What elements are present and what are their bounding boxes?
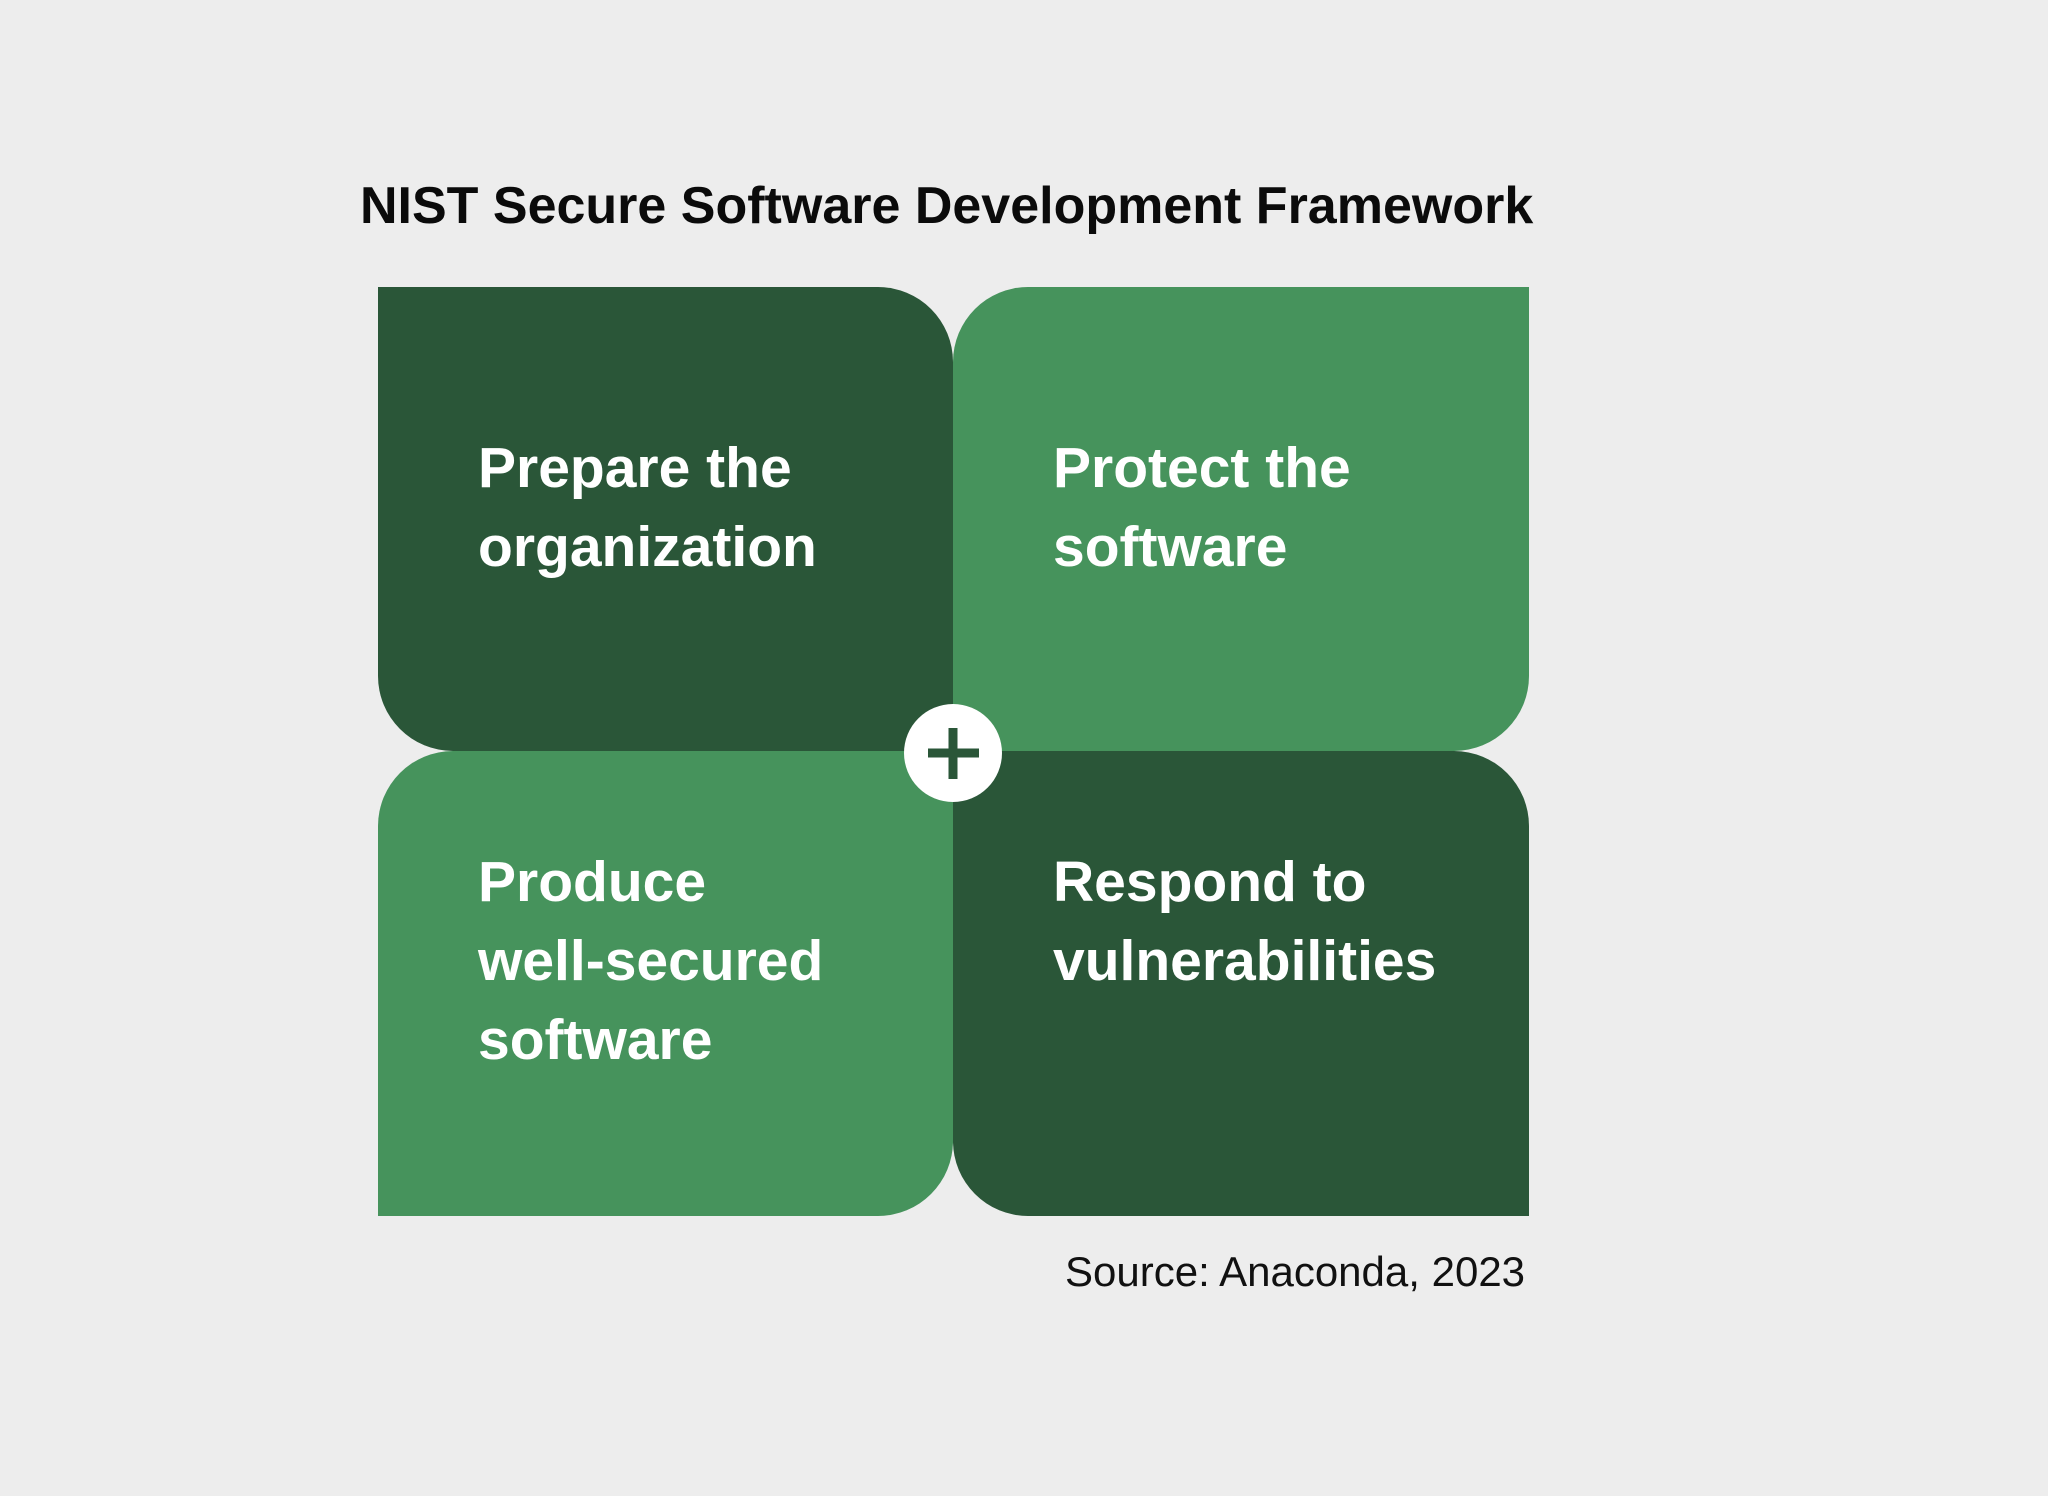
quadrant-label: Prepare the organization: [478, 436, 817, 579]
source-attribution: Source: Anaconda, 2023: [1065, 1248, 1526, 1295]
quadrant-produce-well-secured-software: Produce well-secured software: [378, 751, 953, 1216]
quadrant-label: Protect the software: [1053, 436, 1351, 579]
quadrant-respond-to-vulnerabilities: Respond to vulnerabilities: [953, 751, 1529, 1216]
page-title: NIST Secure Software Development Framewo…: [360, 177, 1534, 235]
center-plus-badge: [904, 704, 1002, 802]
quadrant-protect-the-software: Protect the software: [953, 287, 1529, 751]
quadrant-label: Produce well-secured software: [478, 850, 824, 1072]
quadrant-label: Respond to vulnerabilities: [1053, 850, 1437, 993]
plus-icon: [928, 728, 979, 779]
quadrant-prepare-the-organization: Prepare the organization: [378, 287, 953, 751]
